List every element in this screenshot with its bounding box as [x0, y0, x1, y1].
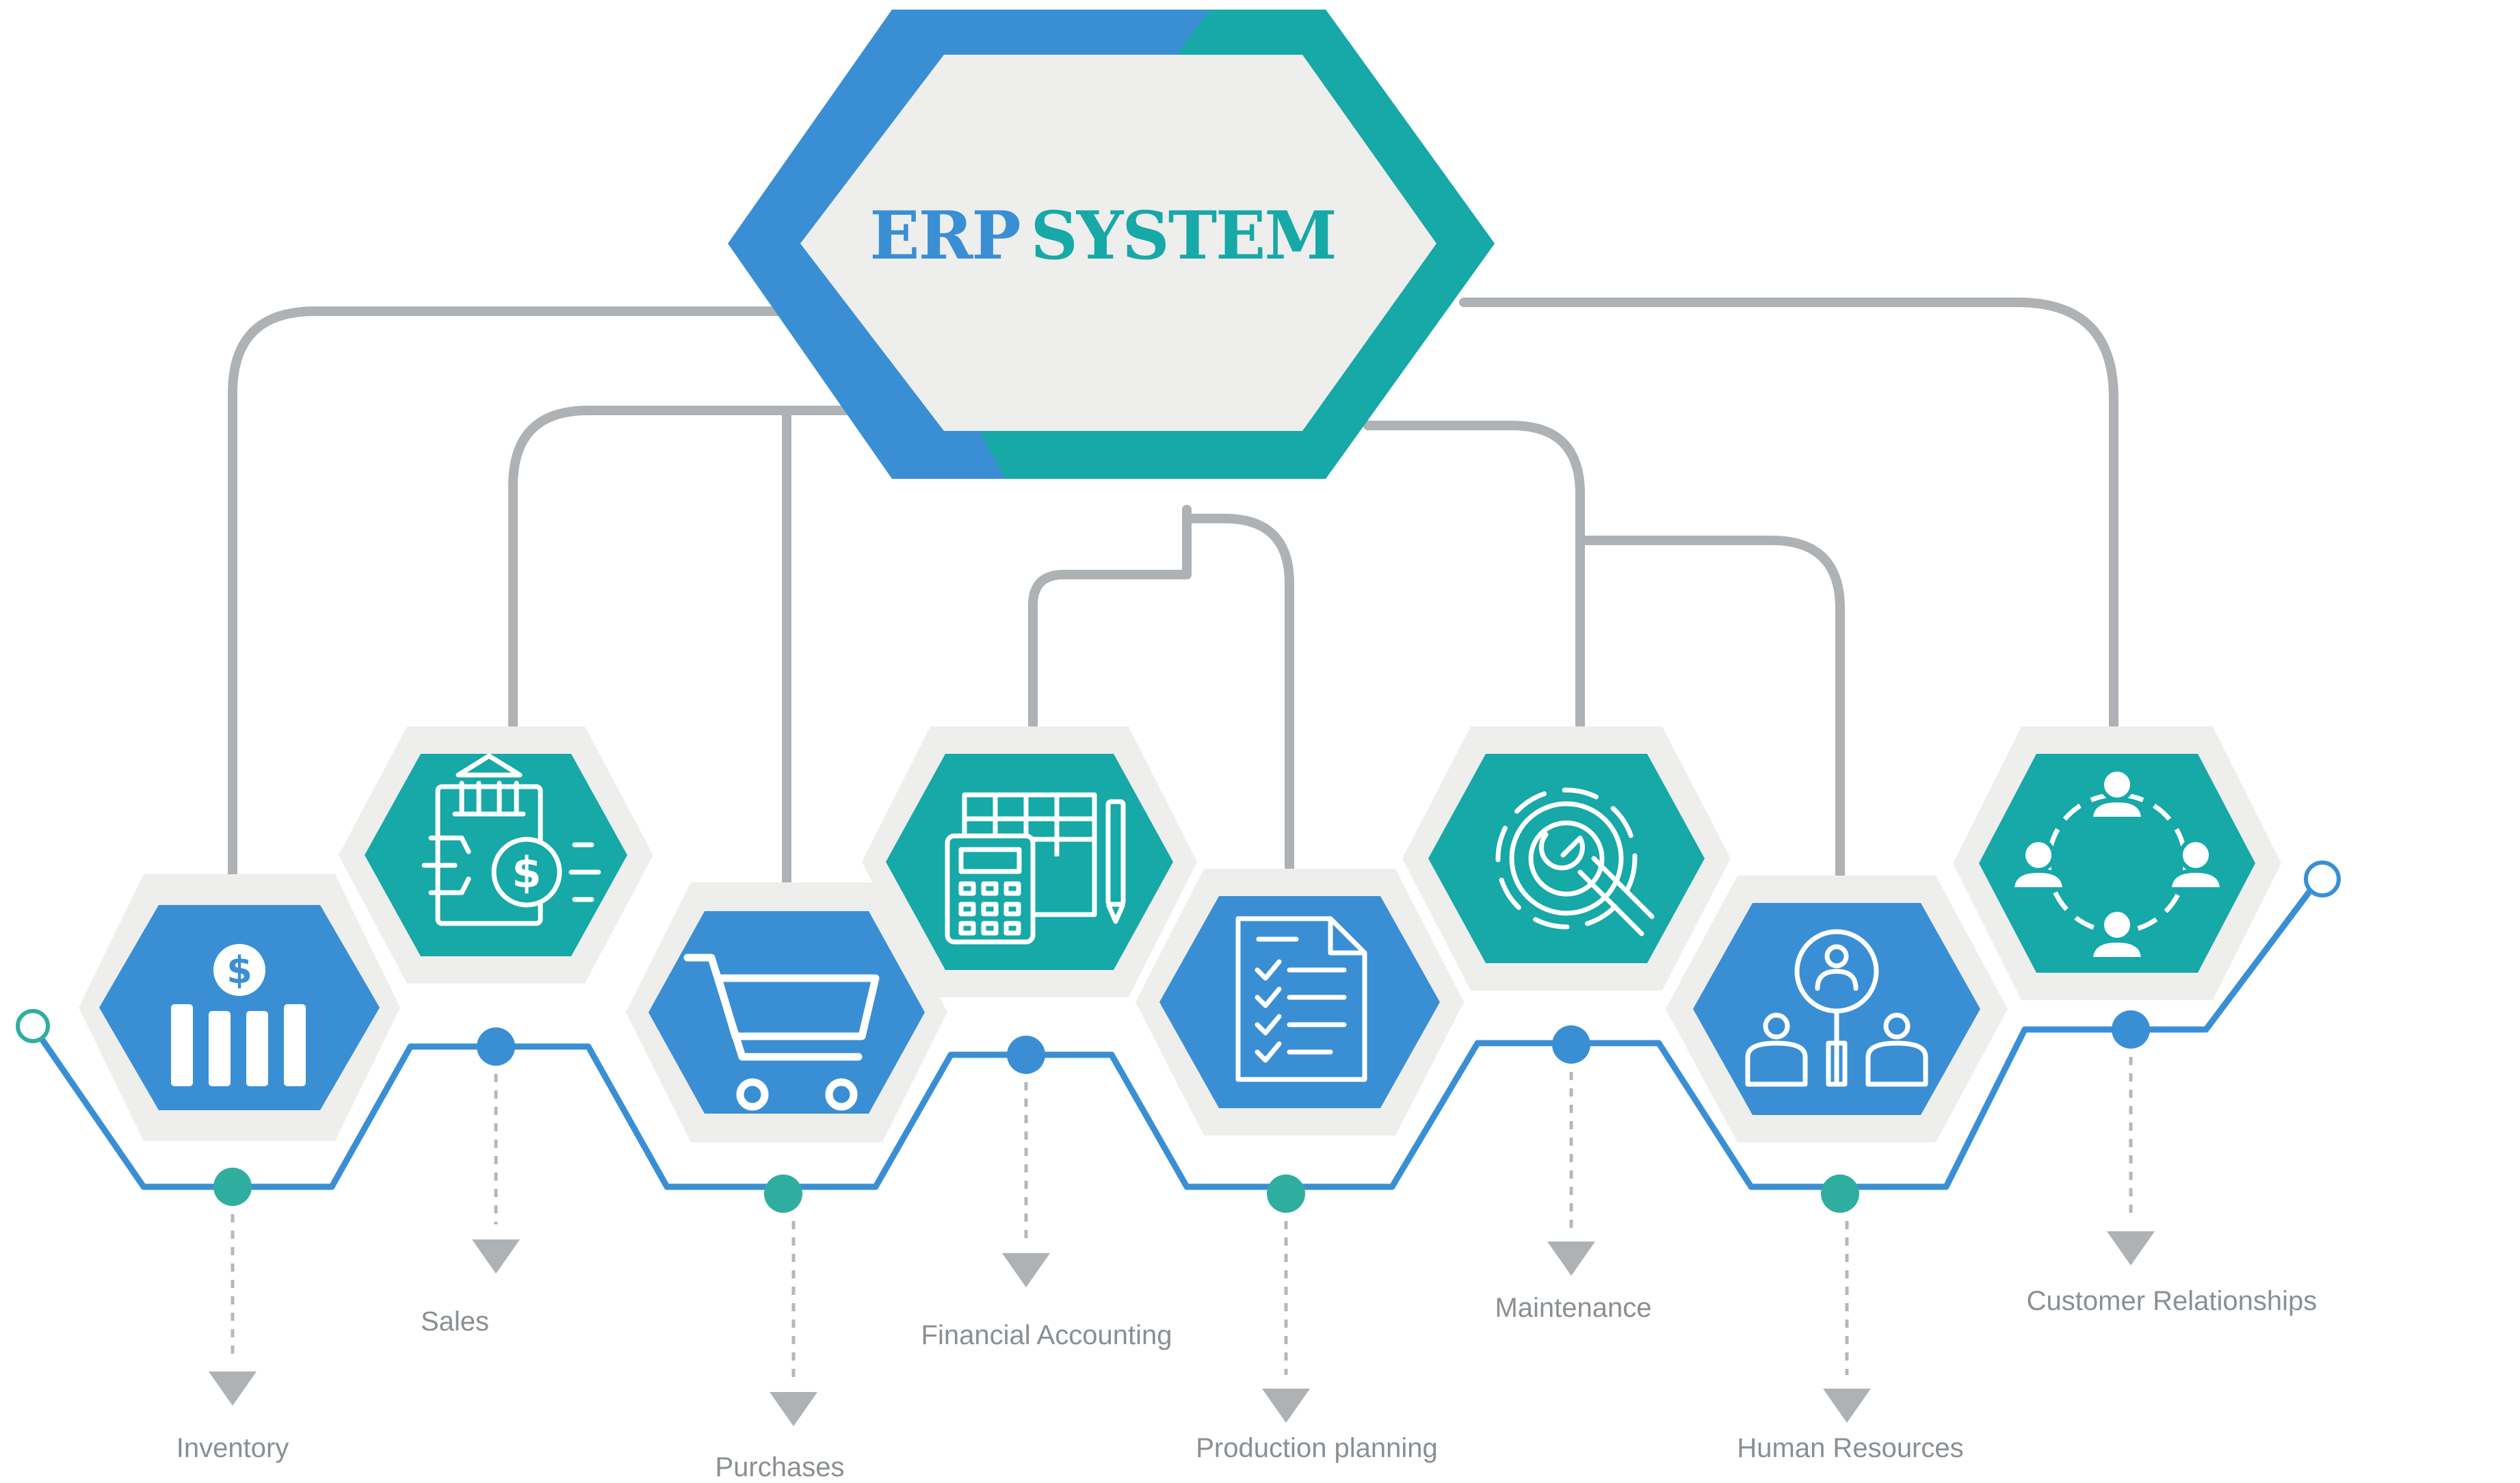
module-label: Financial Accounting: [921, 1320, 1172, 1350]
shopping-cart-icon: [683, 954, 880, 1111]
arrow-down-icon: [770, 1392, 817, 1426]
connector-maintenance: [1363, 421, 1585, 740]
module-maintenance: Maintenance: [1402, 726, 1731, 1323]
timeline-dot: [2112, 1010, 2150, 1049]
module-customer-relationships: Customer Relationships: [1953, 726, 2317, 1316]
hr-search-people-icon: [1745, 929, 1928, 1087]
dollar-bars-icon: $: [171, 944, 306, 1086]
timeline-dot: [1007, 1036, 1045, 1074]
svg-text:$: $: [226, 949, 252, 992]
connector-inventory: [228, 306, 935, 894]
module-label: Human Resources: [1737, 1433, 1963, 1463]
connector-lines: [228, 298, 2118, 894]
hex-badge: [1428, 754, 1705, 963]
connector-financial: [1028, 505, 1192, 744]
gear-wrench-icon: [1495, 787, 1655, 936]
connector-production: [1182, 514, 1294, 880]
timeline-dot: [477, 1027, 515, 1066]
hex-badge: [1979, 754, 2255, 973]
calculator-spreadsheet-icon: [945, 792, 1126, 945]
hex-badge: [99, 905, 380, 1110]
connector-crm: [1459, 298, 2118, 737]
module-human-resources: Human Resources: [1666, 876, 2008, 1463]
module-label: Sales: [421, 1307, 489, 1337]
module-purchases: Purchases: [626, 882, 947, 1482]
checklist-document-icon: [1235, 916, 1367, 1082]
bank-money-exchange-icon: $: [421, 753, 601, 926]
module-label: Maintenance: [1495, 1293, 1651, 1323]
timeline-line: [30, 877, 2322, 1190]
arrow-down-icon: [1262, 1389, 1310, 1423]
module-label: Production planning: [1196, 1433, 1438, 1463]
timeline-start-dot: [16, 1009, 50, 1043]
timeline-dot: [213, 1168, 252, 1206]
hex-badge: [648, 911, 925, 1114]
arrow-down-icon: [209, 1372, 257, 1406]
module-sales: $ Sales: [339, 726, 653, 1337]
module-financial-accounting: Financial Accounting: [862, 726, 1197, 1350]
erp-title-part2: SYSTEM: [1031, 197, 1336, 274]
timeline-dot: [1267, 1174, 1305, 1213]
erp-title-part1: ERP: [869, 197, 1019, 274]
arrow-down-icon: [2107, 1231, 2155, 1265]
module-inventory: $ Inventory: [79, 874, 400, 1463]
module-production-planning: Production planning: [1136, 869, 1464, 1463]
timeline-end-dot: [2304, 861, 2341, 897]
svg-text:$: $: [512, 848, 541, 897]
module-label: Customer Relationships: [2027, 1286, 2318, 1316]
timeline-dot: [764, 1174, 802, 1213]
timeline-dot: [1821, 1174, 1859, 1213]
module-label: Purchases: [716, 1452, 845, 1482]
arrow-down-icon: [1002, 1253, 1050, 1287]
arrow-down-icon: [472, 1239, 520, 1274]
module-label: Inventory: [176, 1433, 289, 1463]
timeline-dot: [1552, 1025, 1590, 1064]
arrow-down-icon: [1823, 1389, 1871, 1423]
connector-hr: [1575, 536, 1845, 891]
arrow-down-icon: [1547, 1242, 1595, 1276]
people-network-icon: [2010, 767, 2224, 961]
hex-badge: [1159, 896, 1440, 1108]
connector-sales: [508, 406, 997, 744]
